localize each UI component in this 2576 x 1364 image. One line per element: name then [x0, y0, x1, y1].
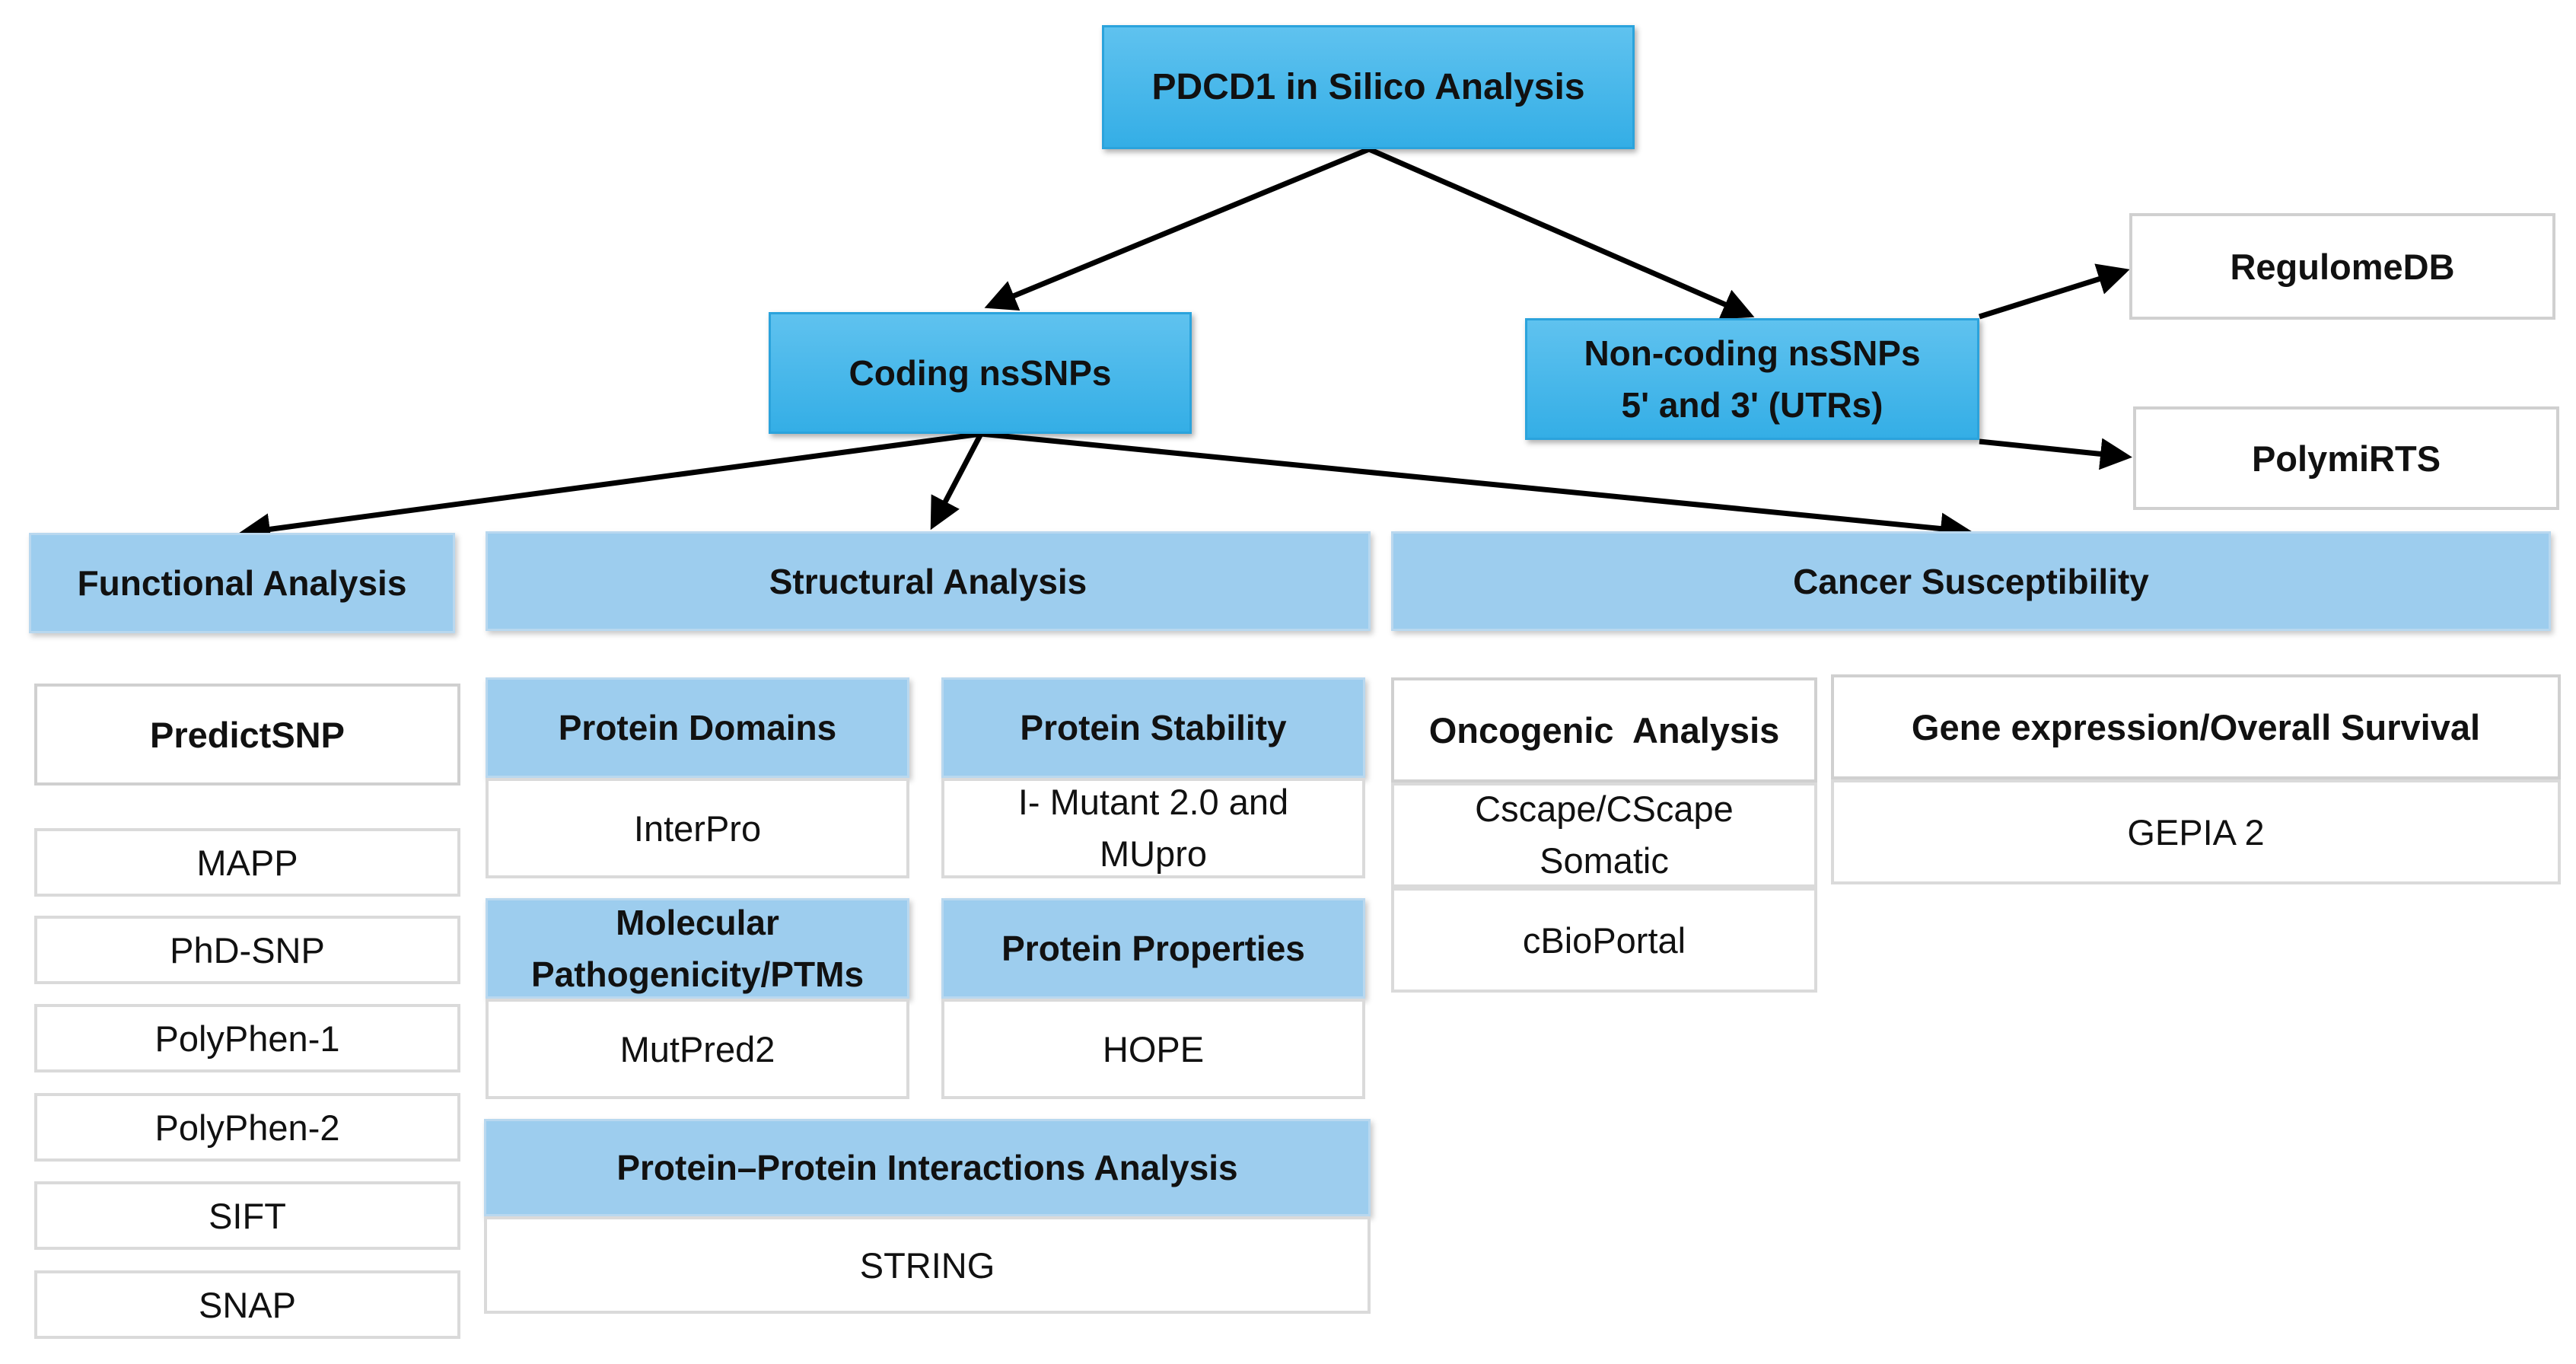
arrow-root-to-noncoding	[1368, 146, 1755, 320]
functional-analysis-label: Functional Analysis	[77, 563, 407, 603]
tool-label: MAPP	[196, 842, 298, 883]
arrow-noncoding-to-regulomedb	[1978, 263, 2130, 320]
tool-label: HOPE	[1102, 1028, 1205, 1069]
tool-label: PolyPhen-1	[154, 1018, 340, 1059]
protein-domains-label: Protein Domains	[558, 708, 837, 747]
tool-label: PhD-SNP	[170, 929, 325, 970]
gene-expression-header: Gene expression/Overall Survival	[1831, 674, 2561, 779]
tool-hope: HOPE	[941, 999, 1365, 1099]
tool-polyphen-2: PolyPhen-2	[34, 1093, 460, 1162]
arrow-coding-to-functional	[238, 431, 982, 546]
tool-label: SNAP	[199, 1284, 296, 1325]
oncogenic-analysis-label: Oncogenic Analysis	[1428, 709, 1780, 751]
root-label: PDCD1 in Silico Analysis	[1151, 67, 1585, 107]
tool-snap: SNAP	[34, 1270, 460, 1339]
polymirts-node: PolymiRTS	[2133, 406, 2559, 510]
coding-node: Coding nsSNPs	[769, 312, 1192, 434]
tool-mapp: MAPP	[34, 828, 460, 897]
tool-label: I- Mutant 2.0 and MUpro	[1017, 782, 1289, 874]
protein-properties-label: Protein Properties	[1001, 929, 1305, 968]
tool-cbioportal: cBioPortal	[1391, 888, 1817, 993]
tool-label: SIFT	[209, 1195, 286, 1236]
coding-label: Coding nsSNPs	[849, 353, 1112, 393]
predictsnp-label: PredictSNP	[150, 714, 345, 755]
tool-imutant-mupro: I- Mutant 2.0 and MUpro	[941, 778, 1365, 878]
noncoding-node: Non-coding nsSNPs 5' and 3' (UTRs)	[1525, 318, 1979, 440]
arrow-noncoding-to-polymirts	[1979, 438, 2132, 470]
arrow-root-to-coding	[984, 146, 1371, 311]
protein-stability-label: Protein Stability	[1020, 708, 1287, 747]
cancer-susceptibility-header: Cancer Susceptibility	[1391, 531, 2551, 631]
tool-label: InterPro	[633, 808, 762, 849]
tool-label: STRING	[859, 1244, 995, 1286]
cancer-susceptibility-label: Cancer Susceptibility	[1793, 561, 2149, 601]
structural-analysis-label: Structural Analysis	[769, 561, 1087, 601]
regulomedb-node: RegulomeDB	[2129, 213, 2555, 320]
predictsnp-box: PredictSNP	[34, 684, 460, 786]
gene-expression-label: Gene expression/Overall Survival	[1911, 706, 2481, 747]
tool-label: GEPIA 2	[2127, 811, 2265, 852]
molecular-pathogenicity-header: Molecular Pathogenicity/PTMs	[486, 898, 909, 999]
functional-analysis-header: Functional Analysis	[29, 533, 455, 633]
tool-label: Cscape/CScape Somatic	[1475, 789, 1734, 881]
tool-label: cBioPortal	[1522, 919, 1686, 961]
tool-cscape: Cscape/CScape Somatic	[1391, 782, 1817, 888]
ppi-analysis-header: Protein–Protein Interactions Analysis	[484, 1119, 1371, 1216]
ppi-analysis-label: Protein–Protein Interactions Analysis	[616, 1148, 1238, 1187]
arrow-coding-to-structural	[930, 432, 984, 531]
tool-mutpred2: MutPred2	[486, 999, 909, 1099]
molecular-pathogenicity-label: Molecular Pathogenicity/PTMs	[530, 903, 865, 994]
oncogenic-analysis-header: Oncogenic Analysis	[1391, 677, 1817, 782]
noncoding-label: Non-coding nsSNPs 5' and 3' (UTRs)	[1584, 333, 1921, 425]
tool-gepia2: GEPIA 2	[1831, 779, 2561, 884]
regulomedb-label: RegulomeDB	[2230, 246, 2455, 287]
protein-domains-header: Protein Domains	[486, 677, 909, 778]
tool-polyphen-1: PolyPhen-1	[34, 1004, 460, 1072]
tool-sift: SIFT	[34, 1181, 460, 1250]
arrow-coding-to-cancer	[980, 431, 1973, 545]
tool-phd-snp: PhD-SNP	[34, 916, 460, 984]
tool-interpro: InterPro	[486, 778, 909, 878]
root-node: PDCD1 in Silico Analysis	[1102, 25, 1635, 149]
structural-analysis-header: Structural Analysis	[486, 531, 1371, 631]
polymirts-label: PolymiRTS	[2251, 438, 2441, 479]
tool-label: MutPred2	[619, 1028, 775, 1069]
tool-string: STRING	[484, 1216, 1371, 1314]
protein-stability-header: Protein Stability	[941, 677, 1365, 778]
tool-label: PolyPhen-2	[154, 1107, 340, 1148]
protein-properties-header: Protein Properties	[941, 898, 1365, 999]
